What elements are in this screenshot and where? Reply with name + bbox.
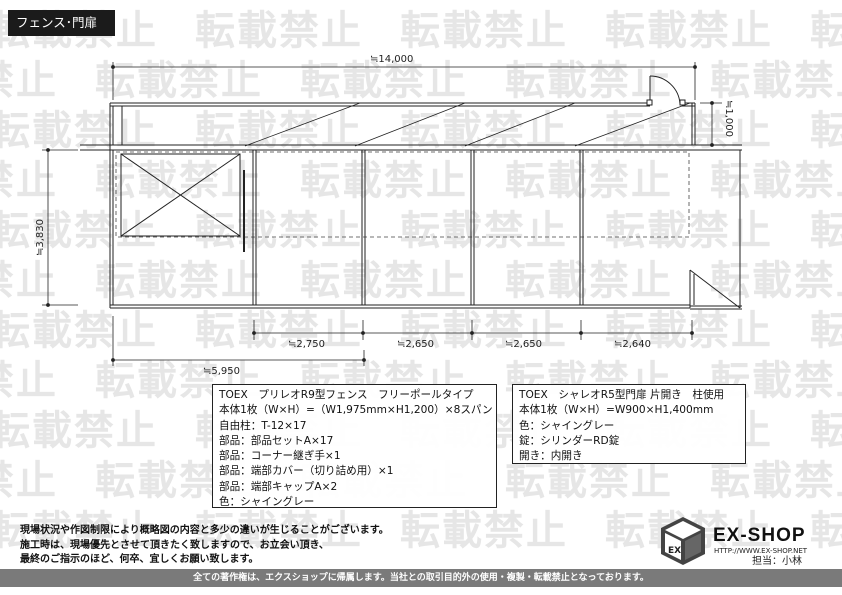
watermark-text: 転載禁止 <box>0 208 158 254</box>
copyright-footer: 全ての著作権は、エクスショップに帰属します。当社との取引目的外の使用・複製・転載… <box>0 569 842 587</box>
staff-label: 担当：小林 <box>752 556 802 567</box>
dashed-area <box>115 151 690 238</box>
dim-span-1: ≒2,750 <box>288 339 325 350</box>
watermark-text: 転載禁止 <box>195 108 363 154</box>
left-wall-upper <box>109 103 123 145</box>
watermark-text: 転載禁止 <box>0 308 158 354</box>
left-wall <box>109 145 114 308</box>
gate-spec-line: TOEX シャレオR5型門扉 片開き 柱使用 <box>519 389 725 401</box>
dim-left-height <box>42 148 78 307</box>
watermark-text: 転載禁止 <box>605 108 773 154</box>
fence-spec-line: 部品：部品セットA×17 <box>219 434 334 447</box>
site-notes: 現場状況や作図制限により概略図の内容と多少の違いが生じることがございます。 施工… <box>20 524 389 568</box>
dim-right-depth-label: ≒1,000 <box>723 100 734 137</box>
dim-left-height-label: ≒3,830 <box>35 219 46 256</box>
dim-span-4: ≒2,640 <box>614 339 651 350</box>
watermark-text: 転載禁止 <box>0 458 58 504</box>
page-title: フェンス･門扉 <box>8 10 115 36</box>
dim-span-3: ≒2,650 <box>505 339 542 350</box>
watermark-text: 転載禁止 <box>300 58 468 104</box>
watermark-text: 転載禁止 <box>810 408 842 454</box>
gate-spec-box: TOEX シャレオR5型門扉 片開き 柱使用 本体1枚（W×H）=W900×H1… <box>512 384 746 464</box>
storage-box <box>120 153 245 252</box>
watermark-text: 転載禁止 <box>810 508 842 554</box>
watermark-text: 転載禁止 <box>400 208 568 254</box>
watermark-text: 転載禁止 <box>0 408 158 454</box>
watermark-text: 転載禁止 <box>0 258 58 304</box>
gate-spec-line: 本体1枚（W×H）=W900×H1,400mm <box>519 404 714 417</box>
building-band <box>80 144 742 151</box>
dim-bottom-left <box>111 316 366 366</box>
gate-spec-line: 色：シャイングレー <box>519 419 615 432</box>
watermark-text: 転載禁止 <box>505 458 673 504</box>
dim-total-width-label: ≒14,000 <box>370 54 413 65</box>
watermark-text: 転載禁止 <box>505 258 673 304</box>
right-corner <box>689 150 741 309</box>
note-line: 最終のご指示のほど、何卒、宜しくお願い致します。 <box>20 554 259 565</box>
dim-total-width <box>111 62 697 100</box>
watermark-text: 転載禁止 <box>710 458 842 504</box>
watermark-text: 転載禁止 <box>0 58 58 104</box>
fence-spec-line: 自由柱：T-12×17 <box>219 419 307 432</box>
logo-url: HTTP://WWW.EX-SHOP.NET <box>714 547 808 555</box>
watermark-text: 転載禁止 <box>0 158 58 204</box>
gate-spec-line: 錠：シリンダーRD錠 <box>519 434 620 447</box>
bottom-fence-line <box>110 304 742 310</box>
dim-bottom-left-label: ≒5,950 <box>203 366 240 377</box>
logo-name: EX-SHOP <box>713 525 806 546</box>
fence-spec-line: 色：シャイングレー <box>219 496 315 509</box>
watermark-text: 転載禁止 <box>810 308 842 354</box>
watermark-text: 転載禁止 <box>605 8 773 54</box>
watermark-text: 転載禁止 <box>195 8 363 54</box>
watermark-text: 転載禁止 <box>400 8 568 54</box>
dim-span-2: ≒2,650 <box>397 339 434 350</box>
fence-spec-line: TOEX プリレオR9型フェンス フリーポールタイプ <box>219 389 474 401</box>
watermark-text: 転載禁止 <box>95 258 263 304</box>
note-line: 施工時は、現場優先とさせて頂きたく致しますので、お立会い頂き、 <box>20 539 329 551</box>
watermark-text: 転載禁止 <box>400 108 568 154</box>
watermark-text: 転載禁止 <box>195 508 363 554</box>
right-wall-upper <box>691 103 696 145</box>
fence-spec-box: TOEX プリレオR9型フェンス フリーポールタイプ 本体1枚（W×H）=（W1… <box>212 384 497 508</box>
note-line: 現場状況や作図制限により概略図の内容と多少の違いが生じることがございます。 <box>20 525 389 536</box>
watermark-text: 転載禁止 <box>605 308 773 354</box>
watermark-text: 転載禁止 <box>710 158 842 204</box>
svg-text:EX: EX <box>668 546 681 556</box>
gate-spec-line: 開き：内開き <box>519 450 583 463</box>
watermark-text: 転載禁止 <box>400 508 568 554</box>
watermark-text: 転載禁止 <box>195 208 363 254</box>
watermark-text: 転載禁止 <box>810 108 842 154</box>
watermark-text: 転載禁止 <box>300 258 468 304</box>
watermark-text: 転載禁止 <box>810 8 842 54</box>
fence-spec-line: 本体1枚（W×H）=（W1,975mm×H1,200）×8スパン <box>219 404 493 417</box>
watermark-text: 転載禁止 <box>300 158 468 204</box>
ex-shop-logo: EX EX-SHOP HTTP://WWW.EX-SHOP.NET <box>655 515 825 567</box>
cube-icon: EX <box>661 517 705 565</box>
watermark-text: 転載禁止 <box>400 308 568 354</box>
watermark-text: 転載禁止 <box>505 158 673 204</box>
dim-spans <box>252 320 694 340</box>
watermark-text: 転載禁止 <box>0 508 158 554</box>
watermark-text: 転載禁止 <box>710 258 842 304</box>
watermark-text: 転載禁止 <box>605 208 773 254</box>
gate-swing <box>646 75 686 106</box>
fence-spec-line: 部品：端部カバー（切り詰め用）×1 <box>219 465 394 478</box>
dim-right-depth <box>700 101 722 147</box>
span-dividers <box>252 150 584 305</box>
fence-spec-line: 部品：コーナー継ぎ手×1 <box>219 450 341 463</box>
watermark-text: 転載禁止 <box>810 208 842 254</box>
top-fence-line <box>110 102 695 107</box>
roof-hatch <box>244 102 691 147</box>
watermark-text: 転載禁止 <box>0 108 158 154</box>
watermark-text: 転載禁止 <box>710 58 842 104</box>
watermark-text: 転載禁止 <box>95 58 263 104</box>
watermark-text: 転載禁止 <box>0 358 58 404</box>
watermark-text: 転載禁止 <box>505 58 673 104</box>
fence-spec-line: 部品：端部キャップA×2 <box>219 480 338 493</box>
watermark-text: 転載禁止 <box>195 308 363 354</box>
